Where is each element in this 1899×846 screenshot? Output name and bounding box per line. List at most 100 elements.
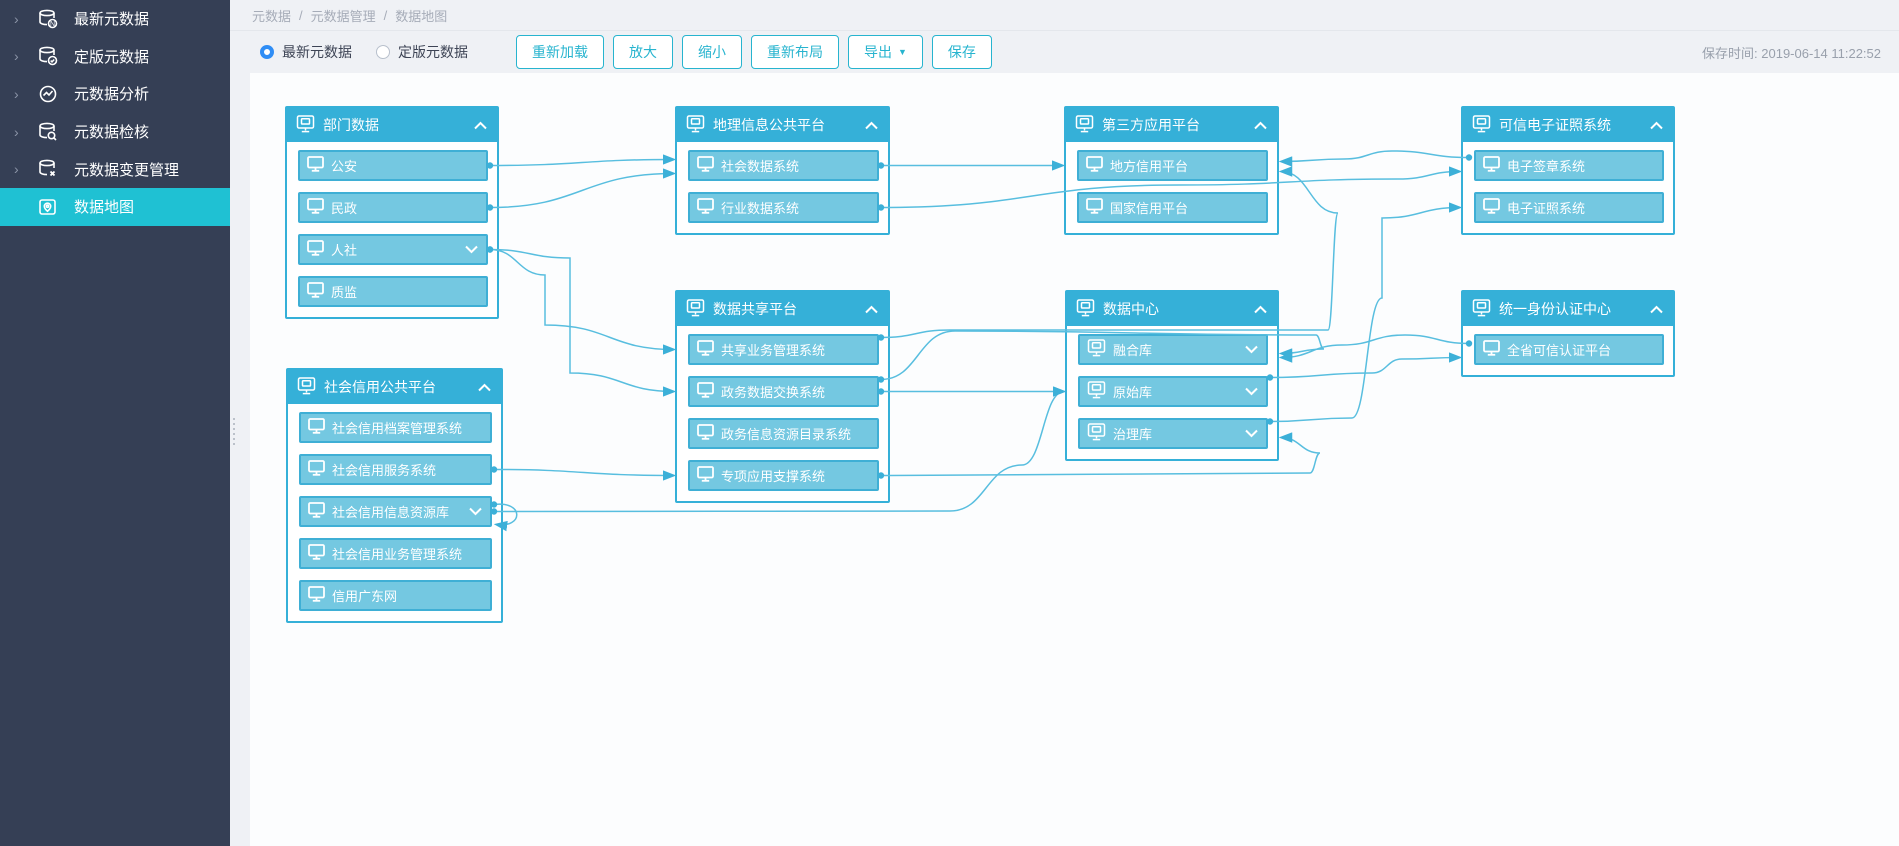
- group-header-data-center[interactable]: 数据中心: [1067, 292, 1277, 326]
- diagram-node-raw-db[interactable]: 原始库: [1078, 376, 1268, 407]
- group-header-third-party-app-platform[interactable]: 第三方应用平台: [1066, 108, 1277, 142]
- sidebar-item-data-map[interactable]: › 数据地图: [0, 187, 230, 226]
- diagram-canvas[interactable]: 部门数据 公安 民政 人社 质监 社会信用公共平台 社会信用档案管理系统 社会信…: [250, 73, 1899, 846]
- monitor-icon: [1483, 156, 1500, 175]
- diagram-group-data-center[interactable]: 数据中心 融合库 原始库 治理库: [1065, 290, 1279, 461]
- group-header-geo-info-platform[interactable]: 地理信息公共平台: [677, 108, 888, 142]
- sidebar-item-label: 定版元数据: [74, 48, 150, 66]
- zoom-out-button[interactable]: 缩小: [682, 35, 742, 69]
- reload-button[interactable]: 重新加载: [516, 35, 604, 69]
- diagram-node-special-app-support[interactable]: 专项应用支撑系统: [688, 460, 879, 491]
- chevron-down-icon: [464, 245, 479, 254]
- diagram-node-credit-guangdong-web[interactable]: 信用广东网: [299, 580, 492, 611]
- zoom-in-button[interactable]: 放大: [613, 35, 673, 69]
- diagram-node-fusion-db[interactable]: 融合库: [1078, 334, 1268, 365]
- monitor-icon: [697, 382, 714, 401]
- diagram-nodes: 部门数据 公安 民政 人社 质监 社会信用公共平台 社会信用档案管理系统 社会信…: [250, 73, 1899, 846]
- diagram-group-trusted-e-license-system[interactable]: 可信电子证照系统 电子签章系统 电子证照系统: [1461, 106, 1675, 235]
- diagram-group-social-credit-platform[interactable]: 社会信用公共平台 社会信用档案管理系统 社会信用服务系统 社会信用信息资源库 社…: [286, 368, 503, 623]
- diagram-node-civil-affairs[interactable]: 民政: [298, 192, 488, 223]
- group-title: 第三方应用平台: [1102, 117, 1200, 133]
- diagram-node-social-data-system[interactable]: 社会数据系统: [688, 150, 879, 181]
- map-pin-icon: [36, 195, 60, 219]
- chevron-right-icon: ›: [14, 10, 19, 27]
- sidebar-item-metadata-check[interactable]: › 元数据检核: [0, 113, 230, 151]
- chevron-up-icon: [864, 305, 879, 314]
- diagram-group-geo-info-platform[interactable]: 地理信息公共平台 社会数据系统 行业数据系统: [675, 106, 890, 235]
- group-header-social-credit-platform[interactable]: 社会信用公共平台: [288, 370, 501, 404]
- group-header-trusted-e-license-system[interactable]: 可信电子证照系统: [1463, 108, 1673, 142]
- group-title: 可信电子证照系统: [1499, 117, 1611, 133]
- monitor-icon: [308, 586, 325, 605]
- chevron-up-icon: [1649, 121, 1664, 130]
- caret-down-icon: ▼: [898, 47, 907, 57]
- diagram-node-credit-business-mgmt[interactable]: 社会信用业务管理系统: [299, 538, 492, 569]
- group-header-unified-identity-center[interactable]: 统一身份认证中心: [1463, 292, 1673, 326]
- breadcrumb-separator: /: [383, 7, 388, 23]
- breadcrumb-item[interactable]: 元数据管理: [310, 8, 376, 24]
- sidebar-item-fixed-metadata[interactable]: › 定版元数据: [0, 38, 230, 76]
- toolbar: 最新元数据 定版元数据 重新加载 放大 缩小 重新布局 导出 ▼ 保存 保存时间…: [230, 31, 1899, 73]
- boxed-monitor-icon: [296, 114, 315, 136]
- diagram-node-e-signature-system[interactable]: 电子签章系统: [1474, 150, 1664, 181]
- node-label: 专项应用支撑系统: [721, 469, 826, 484]
- sidebar-item-metadata-change-mgmt[interactable]: › 元数据变更管理: [0, 150, 230, 188]
- node-label: 社会数据系统: [721, 159, 800, 174]
- diagram-node-province-trusted-auth[interactable]: 全省可信认证平台: [1474, 334, 1664, 365]
- database-new-icon: N: [36, 7, 60, 31]
- toolbar-buttons: 重新加载 放大 缩小 重新布局 导出 ▼ 保存: [516, 35, 992, 69]
- group-title: 地理信息公共平台: [713, 117, 825, 133]
- radio-label: 定版元数据: [398, 44, 468, 60]
- export-button[interactable]: 导出 ▼: [848, 35, 923, 69]
- diagram-node-credit-info-repo[interactable]: 社会信用信息资源库: [299, 496, 492, 527]
- chevron-up-icon: [1253, 305, 1268, 314]
- diagram-group-unified-identity-center[interactable]: 统一身份认证中心 全省可信认证平台: [1461, 290, 1675, 377]
- monitor-icon: [308, 544, 325, 563]
- monitor-icon: [307, 156, 324, 175]
- radio-latest-metadata[interactable]: 最新元数据: [260, 42, 352, 62]
- node-label: 公安: [331, 159, 358, 174]
- diagram-node-credit-archive-mgmt[interactable]: 社会信用档案管理系统: [299, 412, 492, 443]
- sidebar-item-latest-metadata[interactable]: › N 最新元数据: [0, 0, 230, 38]
- save-button[interactable]: 保存: [931, 35, 992, 69]
- radio-selected-icon: [260, 45, 274, 59]
- node-label: 政务数据交换系统: [721, 385, 826, 400]
- diagram-group-third-party-app-platform[interactable]: 第三方应用平台 地方信用平台 国家信用平台: [1064, 106, 1279, 235]
- monitor-icon: [308, 460, 325, 479]
- sidebar-resize-handle[interactable]: [230, 418, 238, 445]
- diagram-node-public-security[interactable]: 公安: [298, 150, 488, 181]
- radio-fixed-metadata[interactable]: 定版元数据: [376, 42, 468, 62]
- diagram-node-gov-data-exchange[interactable]: 政务数据交换系统: [688, 376, 879, 407]
- node-label: 政务信息资源目录系统: [721, 427, 852, 442]
- diagram-group-department-data[interactable]: 部门数据 公安 民政 人社 质监: [285, 106, 499, 319]
- diagram-node-e-license-system[interactable]: 电子证照系统: [1474, 192, 1664, 223]
- breadcrumb-item[interactable]: 元数据: [252, 8, 292, 24]
- sidebar-item-label: 数据地图: [74, 199, 135, 217]
- diagram-node-hr-social-security[interactable]: 人社: [298, 234, 488, 265]
- svg-text:N: N: [50, 21, 55, 28]
- database-search-icon: [36, 120, 60, 144]
- diagram-node-local-credit-platform[interactable]: 地方信用平台: [1077, 150, 1268, 181]
- relayout-button[interactable]: 重新布局: [751, 35, 839, 69]
- breadcrumb-item-current: 数据地图: [395, 8, 448, 24]
- node-label: 社会信用档案管理系统: [332, 421, 463, 436]
- diagram-node-national-credit-platform[interactable]: 国家信用平台: [1077, 192, 1268, 223]
- radio-unselected-icon: [376, 45, 390, 59]
- diagram-group-data-sharing-platform[interactable]: 数据共享平台 共享业务管理系统 政务数据交换系统 政务信息资源目录系统 专项应用…: [675, 290, 890, 503]
- diagram-node-gov-info-catalog[interactable]: 政务信息资源目录系统: [688, 418, 879, 449]
- boxed-monitor-icon: [1087, 339, 1106, 360]
- sidebar-item-metadata-analysis[interactable]: › 元数据分析: [0, 75, 230, 113]
- diagram-node-governance-db[interactable]: 治理库: [1078, 418, 1268, 449]
- monitor-icon: [1483, 198, 1500, 217]
- diagram-node-sharing-business-mgmt[interactable]: 共享业务管理系统: [688, 334, 879, 365]
- node-label: 全省可信认证平台: [1507, 343, 1612, 358]
- group-header-data-sharing-platform[interactable]: 数据共享平台: [677, 292, 888, 326]
- diagram-node-industry-data-system[interactable]: 行业数据系统: [688, 192, 879, 223]
- chevron-right-icon: ›: [14, 161, 19, 178]
- monitor-icon: [697, 466, 714, 485]
- diagram-node-quality-supervision[interactable]: 质监: [298, 276, 488, 307]
- chevron-up-icon: [473, 121, 488, 130]
- diagram-node-credit-service[interactable]: 社会信用服务系统: [299, 454, 492, 485]
- database-check-icon: [36, 44, 60, 68]
- group-header-department-data[interactable]: 部门数据: [287, 108, 497, 142]
